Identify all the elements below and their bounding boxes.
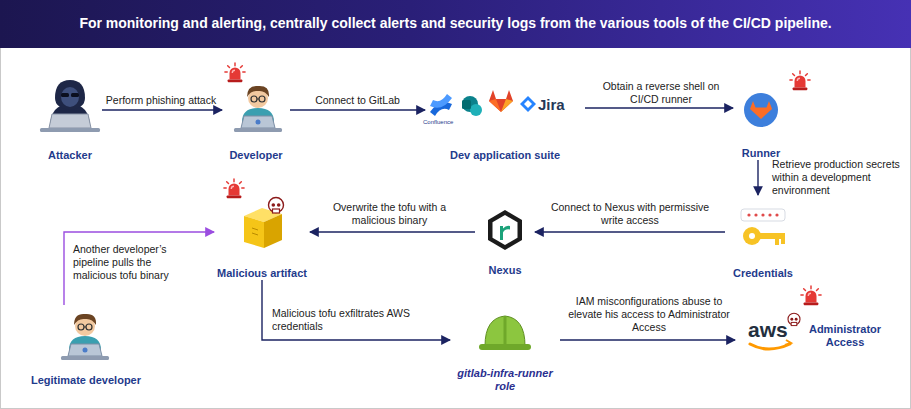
- node-box: Credentials: [725, 195, 801, 280]
- flow-arrow: [535, 231, 725, 232]
- node-box: Runner: [733, 86, 789, 160]
- node-box: gitlab-infra-runner role: [450, 305, 560, 393]
- node-label: Dev application suite: [425, 149, 585, 162]
- node-label: gitlab-infra-runner role: [450, 367, 560, 393]
- node-label: Malicious artifact: [214, 267, 310, 280]
- node-box: Malicious artifact: [214, 192, 310, 280]
- free-label: aws: [748, 318, 788, 341]
- node-box: Developer: [222, 68, 290, 162]
- edge-label: IAM misconfigurations abuse to elevate h…: [560, 295, 738, 334]
- edge-label: Connect to Nexus with permissive write a…: [542, 201, 718, 227]
- flow-arrow: [757, 160, 758, 195]
- node-label: Administrator Access: [801, 323, 889, 349]
- edge-label: Perform phishing attack: [100, 94, 222, 107]
- flow-arrow: [102, 109, 222, 110]
- node-label: Attacker: [38, 149, 102, 162]
- node-label: Nexus: [475, 264, 535, 277]
- edge-label: Malicious tofu exfiltrates AWS credentia…: [272, 307, 437, 333]
- node-box: Attacker: [38, 72, 102, 162]
- free-label: Confluence: [423, 118, 453, 126]
- free-label: Jira: [538, 96, 565, 113]
- flow-arrow: [262, 280, 450, 340]
- flow-arrow: [310, 231, 475, 232]
- edge-label: Overwrite the tofu with a malicious bina…: [312, 201, 467, 227]
- node-label: Developer: [222, 149, 290, 162]
- node-box: Nexus: [475, 205, 535, 277]
- flow-arrow: [290, 109, 425, 110]
- flow-arrow: [64, 232, 214, 305]
- edge-label: Another developer’s pipeline pulls the m…: [73, 243, 177, 282]
- node-label: Credentials: [725, 267, 801, 280]
- flow-arrow: [560, 339, 735, 340]
- node-label: Legitimate developer: [28, 374, 144, 387]
- edge-label: Connect to GitLab: [290, 94, 425, 107]
- title-text: For monitoring and alerting, centrally c…: [10, 15, 901, 32]
- flow-arrow: [585, 107, 733, 108]
- title-band: For monitoring and alerting, centrally c…: [0, 0, 911, 48]
- node-box: Legitimate developer: [28, 305, 144, 387]
- edge-label: Obtain a reverse shell on CI/CD runner: [588, 80, 734, 106]
- edge-label: Retrieve production secrets within a dev…: [772, 158, 900, 197]
